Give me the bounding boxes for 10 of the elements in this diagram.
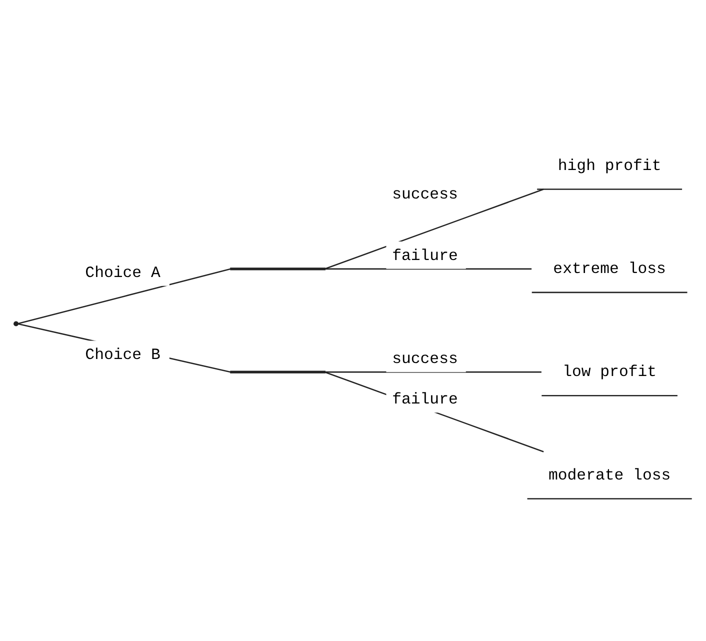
node-text: extreme loss (553, 260, 666, 278)
edge-label: Choice A (85, 264, 160, 282)
node-text: low profit (562, 363, 657, 382)
edge-label: success (392, 350, 458, 368)
edge-label: Choice B (85, 346, 160, 364)
edge-label: success (392, 186, 458, 204)
edge-label: failure (392, 390, 458, 409)
edge-label: failure (392, 246, 458, 265)
node-text: moderate loss (548, 466, 671, 484)
node-text: high profit (558, 156, 662, 175)
